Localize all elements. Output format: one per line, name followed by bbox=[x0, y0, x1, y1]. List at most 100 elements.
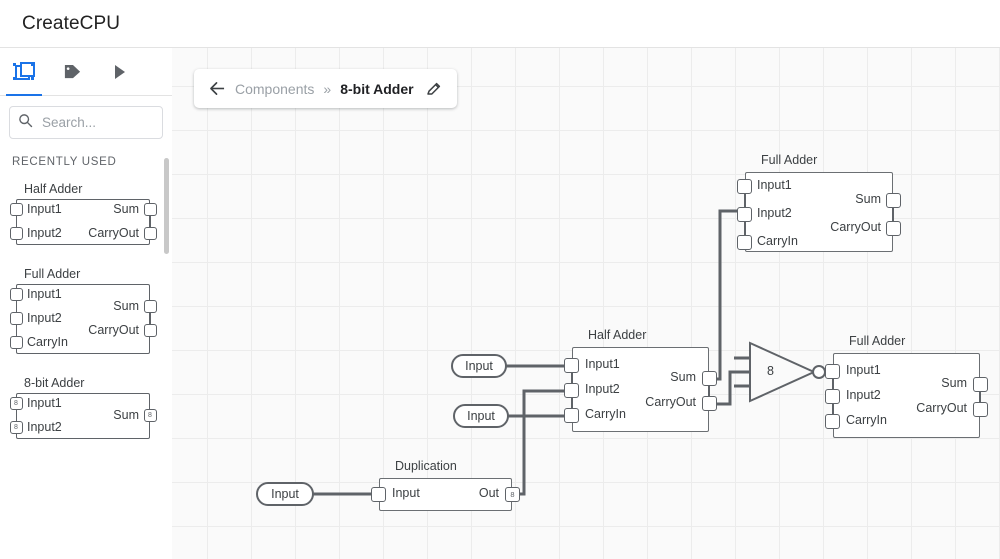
back-arrow-icon[interactable] bbox=[209, 81, 226, 96]
play-icon bbox=[115, 64, 125, 79]
node-title: Full Adder bbox=[849, 334, 906, 348]
palette-item-box: 8 8 8 Input1 Input2 Sum bbox=[9, 393, 157, 439]
search-container bbox=[0, 96, 172, 139]
palette-pin-label: Input2 bbox=[27, 311, 62, 325]
node-pin-label: CarryIn bbox=[585, 407, 626, 421]
tab-labels[interactable] bbox=[48, 49, 96, 95]
tab-run[interactable] bbox=[96, 49, 144, 95]
node-pin-sum[interactable] bbox=[973, 377, 988, 392]
node-pin-label: CarryOut bbox=[830, 220, 881, 234]
node-pin-input1[interactable] bbox=[737, 179, 752, 194]
node-full-adder-right[interactable]: Full Adder Input1 Input2 CarryIn Sum Car… bbox=[825, 334, 988, 438]
node-title: Duplication bbox=[395, 459, 457, 473]
palette-pin-in-2 bbox=[9, 312, 23, 325]
node-pin-carryin[interactable] bbox=[825, 414, 840, 429]
app-header: CreateCPU bbox=[0, 0, 1000, 47]
palette-pin-label: Input2 bbox=[27, 420, 62, 434]
palette-pin-label: CarryOut bbox=[88, 226, 139, 240]
node-pin-label: CarryIn bbox=[757, 234, 798, 248]
wire-halfadder-carryout-to-buffer bbox=[707, 370, 754, 406]
node-pin-label: Input1 bbox=[846, 363, 881, 377]
node-pin-input2[interactable] bbox=[825, 389, 840, 404]
node-pin-carryout[interactable] bbox=[886, 221, 901, 236]
node-pin-input[interactable] bbox=[371, 487, 386, 502]
canvas[interactable]: Components » 8-bit Adder Full Adder Inpu… bbox=[172, 47, 1000, 559]
node-pin-carryout[interactable] bbox=[702, 396, 717, 411]
node-pin-out[interactable]: 8 bbox=[505, 487, 520, 502]
node-half-adder[interactable]: Half Adder Input1 Input2 CarryIn Sum Car… bbox=[564, 328, 717, 432]
palette-list: Half Adder Input1 Input2 Sum CarryOut Fu… bbox=[0, 182, 172, 439]
palette-pin-label: CarryIn bbox=[27, 335, 68, 349]
input-pill-2[interactable]: Input bbox=[453, 404, 509, 428]
node-pin-label: Input bbox=[392, 486, 420, 500]
node-pin-carryin[interactable] bbox=[564, 408, 579, 423]
search-box[interactable] bbox=[9, 106, 163, 139]
sidebar-scrollbar[interactable] bbox=[164, 158, 169, 254]
palette-item-name: Half Adder bbox=[24, 182, 83, 196]
pin-bits: 8 bbox=[148, 412, 152, 419]
pencil-icon[interactable] bbox=[426, 81, 442, 97]
pin-rail-right bbox=[707, 379, 711, 404]
breadcrumb: Components » 8-bit Adder bbox=[194, 69, 457, 108]
palette-pin-in-2 bbox=[9, 227, 23, 240]
node-title: Half Adder bbox=[588, 328, 647, 342]
section-recently-used: RECENTLY USED bbox=[12, 156, 117, 168]
search-input[interactable] bbox=[40, 114, 154, 131]
app-title: CreateCPU bbox=[22, 12, 121, 34]
node-duplication[interactable]: Duplication 8 Input Out bbox=[371, 459, 520, 511]
node-pin-label: CarryOut bbox=[916, 401, 967, 415]
palette-pin-out-1 bbox=[143, 203, 157, 216]
palette-pin-out-1 bbox=[143, 300, 157, 313]
node-pin-label: Sum bbox=[941, 376, 967, 390]
palette-pin-out-1: 8 bbox=[143, 409, 157, 422]
palette-pin-label: Input1 bbox=[27, 202, 62, 216]
pin-bits: 8 bbox=[14, 424, 18, 431]
input-pill-3[interactable]: Input bbox=[256, 482, 314, 506]
breadcrumb-separator: » bbox=[323, 80, 332, 97]
breadcrumb-parent[interactable]: Components bbox=[235, 80, 315, 97]
sidebar: RECENTLY USED Half Adder Input1 Input2 S… bbox=[0, 47, 173, 559]
node-pin-sum[interactable] bbox=[886, 193, 901, 208]
wire-dup-to-halfadder-input2 bbox=[510, 389, 574, 496]
node-title: Full Adder bbox=[761, 153, 818, 167]
node-pin-input1[interactable] bbox=[825, 364, 840, 379]
node-pin-label: CarryOut bbox=[645, 395, 696, 409]
node-pin-label: Input2 bbox=[757, 206, 792, 220]
node-pin-carryout[interactable] bbox=[973, 402, 988, 417]
palette-item-8bit-adder[interactable]: 8-bit Adder 8 8 8 Input1 Input2 Sum bbox=[0, 376, 172, 439]
tag-icon bbox=[63, 62, 82, 81]
breadcrumb-current: 8-bit Adder bbox=[340, 80, 414, 97]
palette-pin-label: Input2 bbox=[27, 226, 62, 240]
tab-components[interactable] bbox=[0, 49, 48, 96]
palette-pin-in-1 bbox=[9, 203, 23, 216]
palette-pin-label: Sum bbox=[113, 299, 139, 313]
pin-rail-right bbox=[891, 199, 895, 227]
node-body bbox=[745, 172, 893, 252]
node-pin-input1[interactable] bbox=[564, 358, 579, 373]
palette-item-box: Input1 Input2 Sum CarryOut bbox=[9, 199, 157, 245]
node-pin-input2[interactable] bbox=[564, 383, 579, 398]
palette-pin-in-2: 8 bbox=[9, 421, 23, 434]
node-pin-label: Input1 bbox=[757, 178, 792, 192]
palette-pin-label: Sum bbox=[113, 202, 139, 216]
palette-item-full-adder[interactable]: Full Adder Input1 Input2 CarryIn Sum Car… bbox=[0, 267, 172, 354]
node-pin-sum[interactable] bbox=[702, 371, 717, 386]
palette-item-name: 8-bit Adder bbox=[24, 376, 85, 390]
palette-item-box: Input1 Input2 CarryIn Sum CarryOut bbox=[9, 284, 157, 354]
node-pin-label: Input1 bbox=[585, 357, 620, 371]
palette-item-name: Full Adder bbox=[24, 267, 81, 281]
pin-rail-right bbox=[978, 385, 982, 410]
node-pin-label: CarryIn bbox=[846, 413, 887, 427]
palette-pin-in-1: 8 bbox=[9, 397, 23, 410]
node-full-adder-top[interactable]: Full Adder Input1 Input2 CarryIn Sum Car… bbox=[737, 153, 901, 252]
palette-item-half-adder[interactable]: Half Adder Input1 Input2 Sum CarryOut bbox=[0, 182, 172, 245]
palette-pin-label: CarryOut bbox=[88, 323, 139, 337]
node-body bbox=[572, 347, 709, 432]
palette-pin-label: Input1 bbox=[27, 396, 62, 410]
input-pill-1[interactable]: Input bbox=[451, 354, 507, 378]
components-icon bbox=[12, 62, 35, 81]
node-pin-input2[interactable] bbox=[737, 207, 752, 222]
node-pin-carryin[interactable] bbox=[737, 235, 752, 250]
sidebar-tabbar bbox=[0, 48, 172, 96]
